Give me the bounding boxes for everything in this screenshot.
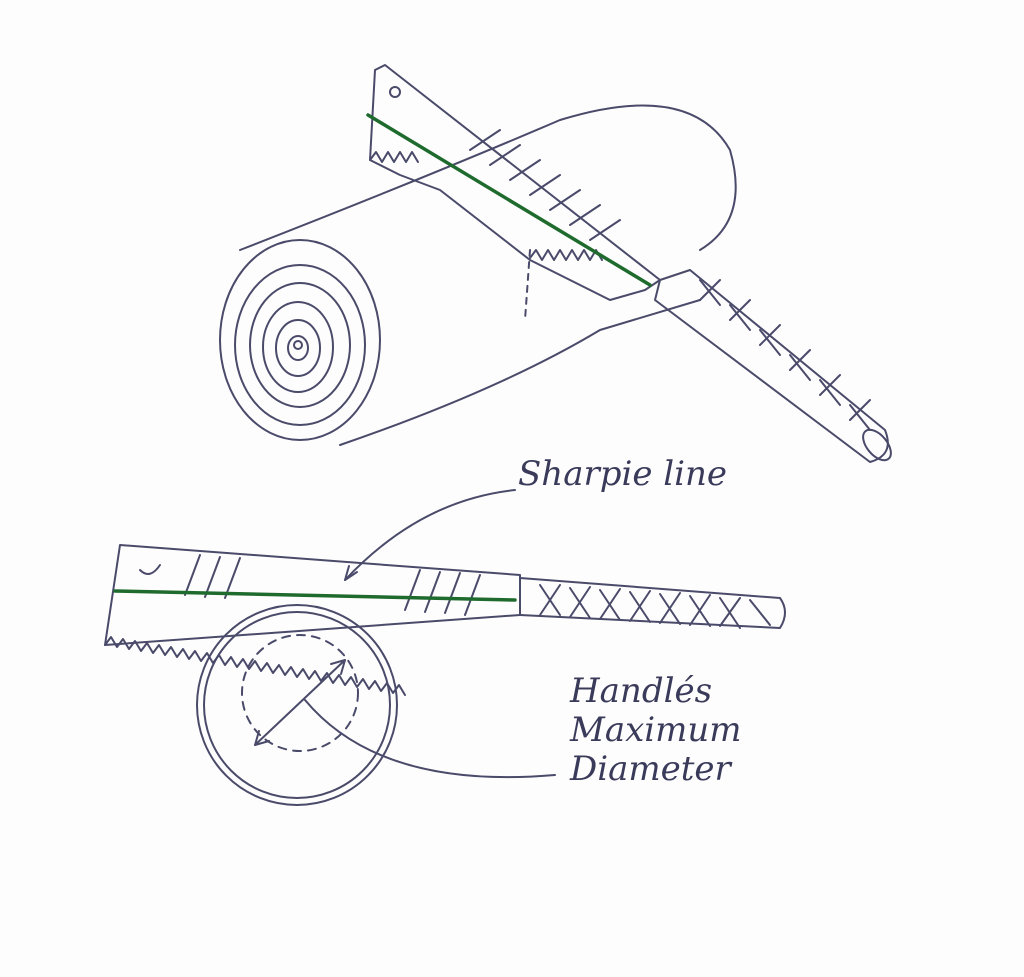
log-top-view <box>219 104 737 446</box>
saw-handle-side <box>519 577 786 629</box>
handle-label-line-2: Maximum <box>570 710 742 751</box>
handle-diameter-label: Handlés Maximum Diameter <box>570 671 790 790</box>
saw-handle-top <box>654 269 892 463</box>
handle-label-line-3: Diameter <box>570 749 731 790</box>
sharpie-line-top <box>366 113 652 287</box>
log-cross-section <box>196 604 398 806</box>
handle-label-line-1: Handlés <box>570 671 713 711</box>
sharpie-leader-arrow <box>344 489 516 581</box>
saw-blade-side <box>104 544 521 696</box>
sharpie-line-side <box>113 589 517 602</box>
sharpie-line-label: Sharpie line <box>518 454 728 494</box>
diameter-leader-line <box>304 699 556 779</box>
saw-blade-top <box>369 64 661 301</box>
